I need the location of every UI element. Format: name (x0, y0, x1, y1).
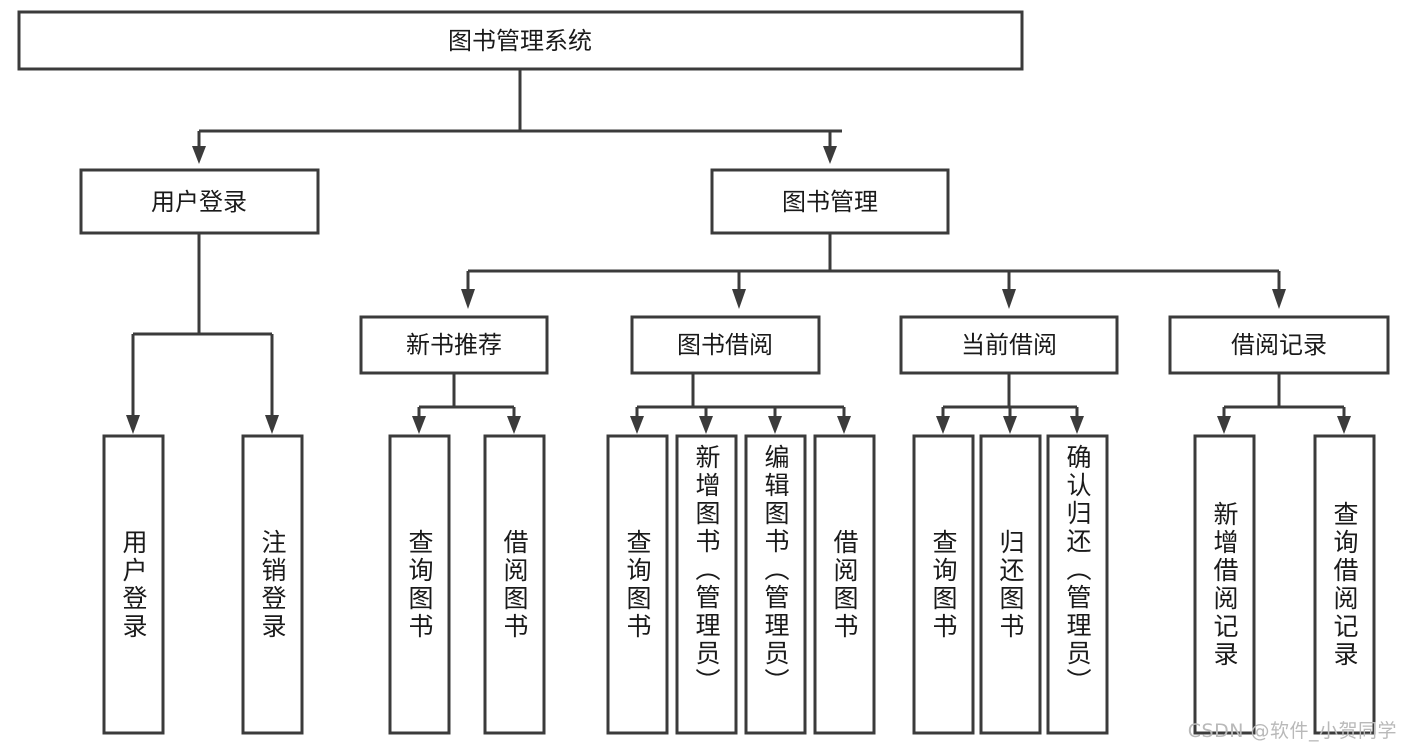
node-user-login-label: 用户登录 (151, 188, 247, 216)
leaf-box-book-borrow-0[interactable] (606, 434, 669, 735)
leaf-box-user-login-1[interactable] (241, 434, 304, 735)
arrow-to-user-login (192, 146, 206, 164)
connector-current-borrow-children (936, 373, 1084, 434)
leaf-box-borrow-record-0[interactable] (1193, 434, 1256, 735)
leaf-box-borrow-record-1[interactable] (1313, 434, 1376, 735)
node-new-book-recommend-label: 新书推荐 (406, 331, 502, 359)
connector-book-manage-children (461, 233, 1286, 309)
node-root[interactable]: 图书管理系统 (17, 10, 1024, 71)
node-book-manage-label: 图书管理 (782, 188, 878, 216)
node-book-borrow-label: 图书借阅 (677, 331, 773, 359)
connector-user-login-children (126, 233, 279, 434)
connector-book-borrow-children (630, 373, 851, 434)
node-borrow-record-label: 借阅记录 (1231, 331, 1327, 359)
node-current-borrow[interactable]: 当前借阅 (899, 315, 1119, 375)
leaf-box-current-borrow-0[interactable] (912, 434, 975, 735)
connector-new-book-children (412, 373, 521, 434)
arrow-to-book-manage (823, 146, 837, 164)
node-root-label: 图书管理系统 (448, 27, 592, 55)
node-user-login[interactable]: 用户登录 (79, 168, 320, 235)
connector-borrow-record-children (1217, 373, 1351, 434)
leaf-box-new-book-1[interactable] (483, 434, 546, 735)
leaf-box-book-borrow-3[interactable] (813, 434, 876, 735)
connector-root-trunk (192, 69, 842, 164)
leaf-box-book-borrow-1[interactable] (675, 434, 738, 735)
leaf-box-user-login-0[interactable] (102, 434, 165, 735)
leaf-box-new-book-0[interactable] (388, 434, 451, 735)
node-new-book-recommend[interactable]: 新书推荐 (359, 315, 549, 375)
node-current-borrow-label: 当前借阅 (961, 331, 1057, 359)
node-book-borrow[interactable]: 图书借阅 (630, 315, 821, 375)
leaf-box-current-borrow-2[interactable] (1046, 434, 1109, 735)
leaf-box-current-borrow-1[interactable] (979, 434, 1042, 735)
leaf-box-book-borrow-2[interactable] (744, 434, 807, 735)
node-borrow-record[interactable]: 借阅记录 (1168, 315, 1390, 375)
node-book-manage[interactable]: 图书管理 (710, 168, 950, 235)
